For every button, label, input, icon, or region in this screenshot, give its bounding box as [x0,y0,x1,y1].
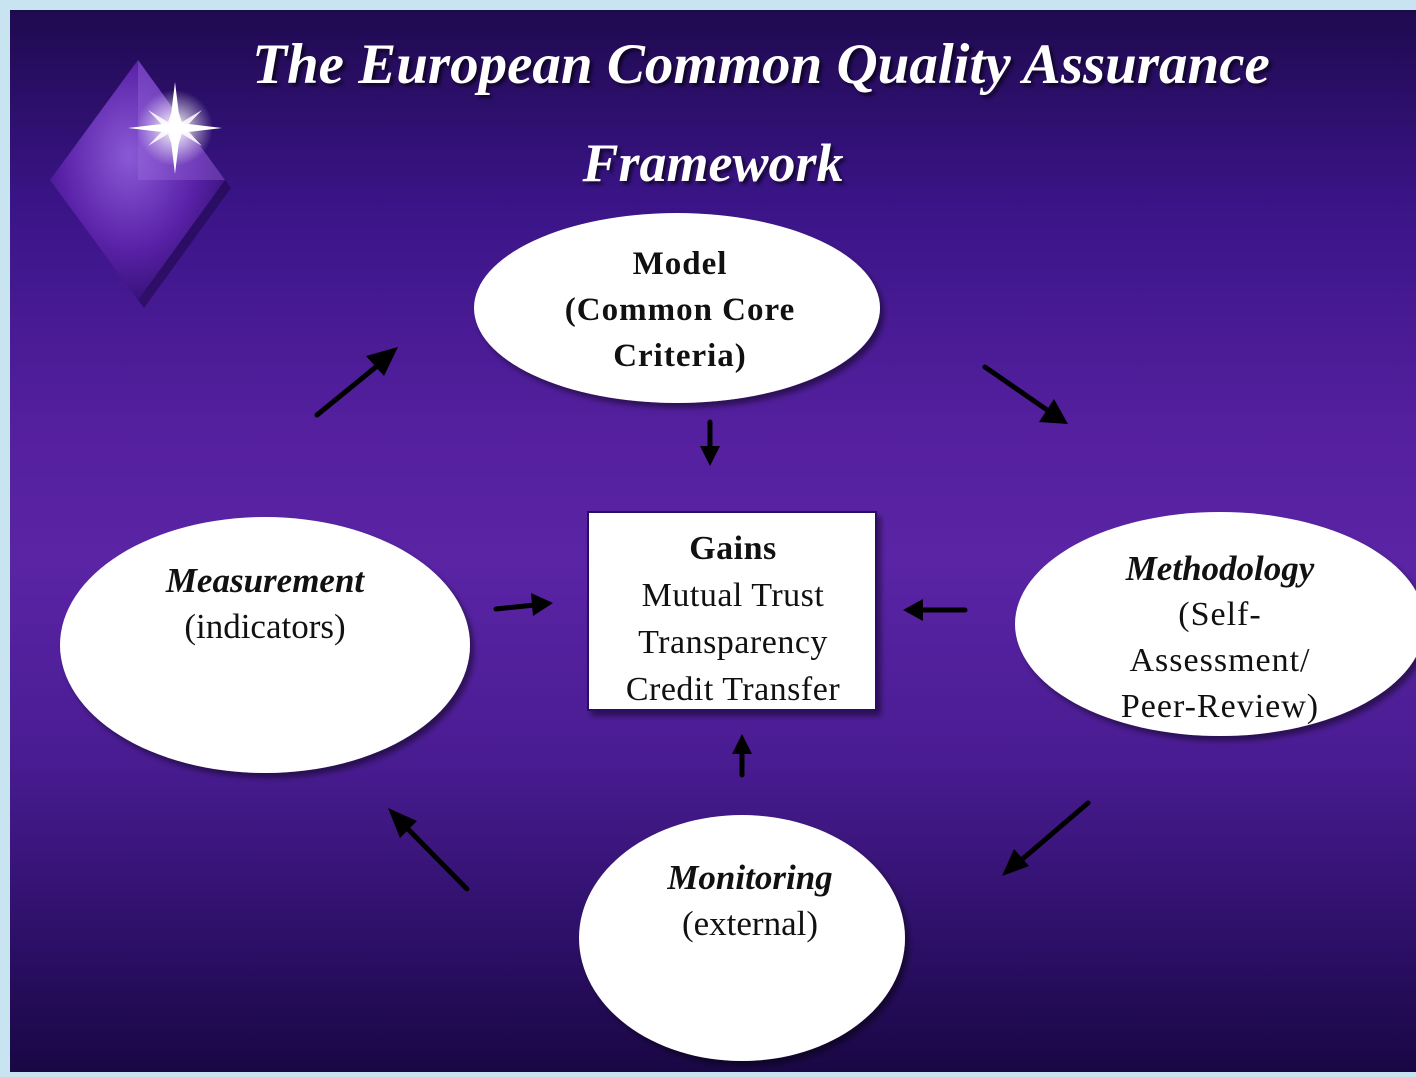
methodology-ellipse [1015,512,1416,736]
monitoring-node-text: Monitoring (external) [580,860,920,952]
slide: The European Common Quality Assurance Fr… [10,10,1416,1072]
measurement-node-text: Measurement (indicators) [80,563,450,655]
model-ellipse [474,213,880,403]
gains-line-2: Transparency [638,624,828,661]
gains-line-3: Credit Transfer [625,671,841,708]
arrow-monitoring-to-measurement [388,808,470,892]
diamond-star-logo-icon [50,60,231,308]
measurement-line-1: (indicators) [184,607,346,646]
arrow-measurement-to-gains [493,593,553,616]
methodology-heading: Methodology [1125,549,1315,588]
monitoring-ellipse [579,815,905,1061]
arrow-measurement-to-model [314,347,398,418]
model-line-1: (Common Core [564,292,796,328]
gains-line-1: Mutual Trust [641,577,825,614]
slide-title-line-2: Framework [582,133,844,193]
model-heading: Model [632,246,728,282]
slide-title-line-1: The European Common Quality Assurance [252,33,1270,96]
methodology-line-2: Assessment/ [1129,642,1311,679]
measurement-heading: Measurement [165,561,365,600]
arrow-model-to-methodology [982,364,1068,424]
model-line-2: Criteria) [613,338,747,374]
monitoring-heading: Monitoring [667,858,833,897]
arrow-methodology-to-monitoring [1002,800,1091,876]
methodology-line-1: (Self- [1178,596,1262,633]
arrow-model-to-gains [700,419,720,466]
gains-heading: Gains [689,530,777,567]
measurement-ellipse [60,517,470,773]
methodology-line-3: Peer-Review) [1120,688,1320,725]
gains-box [587,511,877,711]
arrow-methodology-to-gains [903,599,968,621]
monitoring-line-1: (external) [681,904,819,943]
gains-node-text: Gains Mutual Trust Transparency Credit T… [588,532,878,720]
model-node-text: Model (Common Core Criteria) [500,248,860,386]
methodology-node-text: Methodology (Self- Assessment/ Peer-Revi… [1035,551,1405,736]
arrow-monitoring-to-gains [732,734,752,778]
diagram-canvas [50,60,1416,1061]
